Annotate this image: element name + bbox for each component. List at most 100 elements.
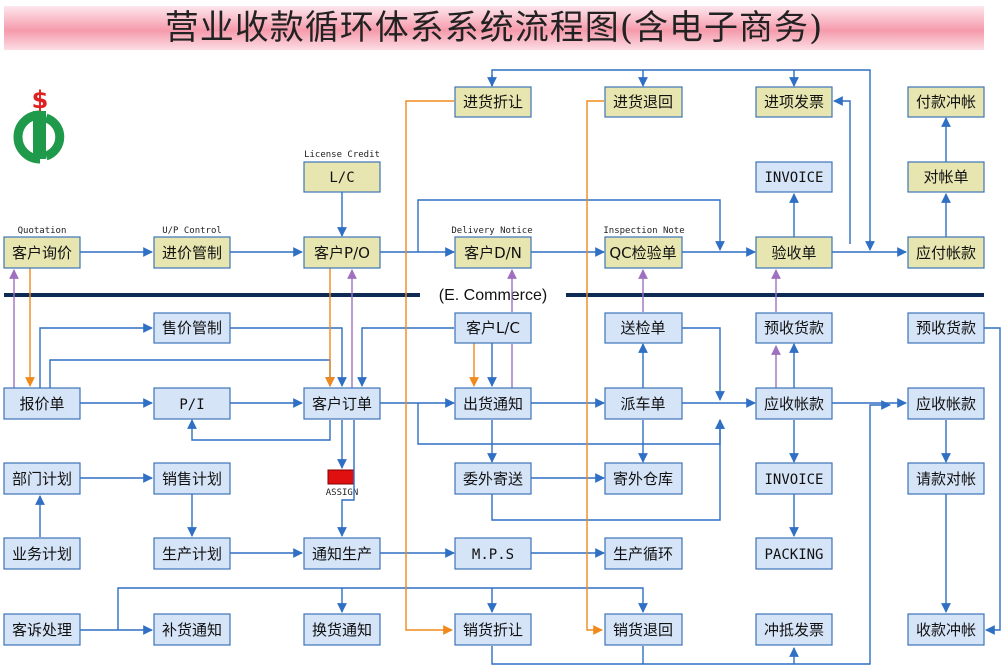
box-kehu-lc[interactable]: 客户L/C	[454, 312, 532, 344]
box-kehu-xunjia[interactable]: 客户询价	[3, 236, 81, 269]
svg-text:派车单: 派车单	[620, 395, 665, 413]
box-duizhang[interactable]: 对帐单	[907, 161, 985, 193]
svg-text:客诉处理: 客诉处理	[12, 621, 72, 639]
box-jinhuo-tuihui[interactable]: 进货退回	[604, 86, 683, 118]
svg-text:业务计划: 业务计划	[12, 545, 72, 563]
svg-text:寄外仓库: 寄外仓库	[613, 470, 673, 488]
logo-left-arc	[13, 110, 41, 164]
caption-quotation: Quotation	[18, 226, 67, 236]
caption-up-control: U/P Control	[162, 226, 222, 236]
box-qingkuan-duizhang[interactable]: 请款对帐	[907, 462, 985, 495]
caption-assign: ASSIGN	[326, 488, 359, 498]
caption-inspection-note: Inspection Note	[603, 226, 684, 236]
box-lc[interactable]: L/C	[303, 161, 381, 193]
box-qc-jianyan[interactable]: QC检验单	[604, 236, 683, 269]
box-kesu-chuli[interactable]: 客诉处理	[3, 613, 81, 646]
svg-text:出货通知: 出货通知	[463, 395, 523, 413]
box-kehu-po[interactable]: 客户P/O	[303, 236, 381, 269]
box-chongdi-fapiao[interactable]: 冲抵发票	[755, 613, 833, 646]
svg-text:收款冲帐: 收款冲帐	[916, 621, 976, 639]
svg-text:通知生产: 通知生产	[312, 545, 372, 563]
box-huanhuo-tongzhi[interactable]: 换货通知	[303, 613, 381, 646]
svg-text:QC检验单: QC检验单	[609, 244, 676, 262]
box-shoukuan-chongzhang[interactable]: 收款冲帐	[907, 613, 985, 646]
logo-center-bar	[33, 111, 46, 159]
logo-dollar-sign: $	[32, 86, 49, 114]
arrow-yushou2-shoukuan	[984, 327, 1001, 635]
box-jiwai-cangku[interactable]: 寄外仓库	[604, 462, 683, 495]
box-invoice-bottom[interactable]: INVOICE	[755, 462, 833, 495]
box-yanshou[interactable]: 验收单	[755, 236, 833, 269]
svg-text:冲抵发票: 冲抵发票	[764, 621, 824, 639]
box-mps[interactable]: M.P.S	[454, 537, 532, 570]
svg-text:售价管制: 售价管制	[162, 319, 222, 337]
arrow-dingdan-pi	[187, 419, 331, 441]
box-chuhuo-tongzhi[interactable]: 出货通知	[454, 387, 532, 420]
box-kehu-dn[interactable]: 客户D/N	[454, 236, 532, 269]
arrow-po-bypass-yanshou	[417, 199, 725, 252]
arrow-songjian-yingshou	[682, 327, 725, 401]
box-baojia[interactable]: 报价单	[3, 387, 81, 420]
page-title: 营业收款循环体系系统流程图(含电子商务)	[164, 8, 824, 48]
box-yingshou-1[interactable]: 应收帐款	[755, 387, 833, 420]
svg-text:应收帐款: 应收帐款	[916, 395, 976, 413]
svg-text:应收帐款: 应收帐款	[764, 395, 824, 413]
box-tongzhi-shengchan[interactable]: 通知生产	[303, 537, 381, 570]
caption-license-credit: License Credit	[304, 150, 380, 160]
svg-text:INVOICE: INVOICE	[764, 472, 823, 488]
svg-text:M.P.S: M.P.S	[472, 547, 514, 563]
box-fukuan-chongzhang[interactable]: 付款冲帐	[907, 86, 985, 118]
box-packing[interactable]: PACKING	[755, 537, 833, 570]
svg-text:应付帐款: 应付帐款	[916, 244, 976, 262]
svg-text:PACKING: PACKING	[764, 547, 823, 563]
box-jinhuo-zherang[interactable]: 进货折让	[454, 86, 532, 118]
box-xiaohuo-zherang[interactable]: 销货折让	[454, 613, 532, 646]
box-yushou-2[interactable]: 预收货款	[907, 312, 985, 344]
svg-text:换货通知: 换货通知	[312, 621, 372, 639]
arrow-lc-dingdan	[357, 327, 454, 387]
svg-text:进货退回: 进货退回	[613, 93, 673, 111]
box-yushou-1[interactable]: 预收货款	[755, 312, 833, 344]
svg-text:报价单: 报价单	[19, 395, 64, 413]
box-paiche[interactable]: 派车单	[604, 387, 683, 420]
box-yingshou-2[interactable]: 应收帐款	[907, 387, 985, 420]
arrow-baojia-shoujia	[39, 323, 153, 388]
box-songjian[interactable]: 送检单	[604, 312, 683, 344]
svg-text:对帐单: 对帐单	[923, 168, 968, 186]
svg-text:预收货款: 预收货款	[764, 319, 824, 337]
box-bumen-jihua[interactable]: 部门计划	[3, 462, 81, 495]
svg-text:进货折让: 进货折让	[463, 93, 523, 111]
box-xiaoshou-jihua[interactable]: 销售计划	[153, 462, 231, 495]
box-yingfu-zhangkuan[interactable]: 应付帐款	[907, 236, 985, 269]
arrow-baojia-dingdan	[49, 359, 335, 388]
svg-text:INVOICE: INVOICE	[764, 170, 823, 186]
box-buhuo-tongzhi[interactable]: 补货通知	[153, 613, 231, 646]
svg-text:部门计划: 部门计划	[12, 470, 72, 488]
box-shengchan-jihua[interactable]: 生产计划	[153, 537, 231, 570]
box-shengchan-xunhuan[interactable]: 生产循环	[604, 537, 683, 570]
svg-text:委外寄送: 委外寄送	[463, 470, 523, 488]
box-shoujia-guanzhi[interactable]: 售价管制	[153, 312, 231, 344]
box-pi[interactable]: P/I	[153, 387, 231, 420]
logo: $	[13, 86, 65, 164]
svg-text:客户D/N: 客户D/N	[464, 244, 522, 262]
box-jinjia-guanzhi[interactable]: 进价管制	[153, 236, 231, 269]
svg-text:进项发票: 进项发票	[764, 93, 824, 111]
title-banner: 营业收款循环体系系统流程图(含电子商务)	[4, 6, 984, 50]
arrow-orange-tuihui	[586, 100, 604, 635]
arrow-shoujia-dingdan	[230, 327, 347, 387]
arrow-weiwai-yingshou	[491, 419, 725, 521]
box-xiaohuo-tuihui[interactable]: 销货退回	[604, 613, 683, 646]
box-kehu-dingdan[interactable]: 客户订单	[303, 387, 381, 420]
arrow-yanshou-jinxiang	[833, 96, 851, 244]
svg-text:验收单: 验收单	[771, 244, 816, 262]
box-invoice-top[interactable]: INVOICE	[755, 161, 833, 193]
arrow-kesu-rail	[117, 587, 648, 630]
svg-text:请款对帐: 请款对帐	[916, 470, 976, 488]
svg-text:销货退回: 销货退回	[613, 621, 673, 639]
arrow-orange-zherang	[405, 100, 454, 635]
box-weiwai-jisong[interactable]: 委外寄送	[454, 462, 532, 495]
box-yewu-jihua[interactable]: 业务计划	[3, 537, 81, 570]
svg-text:销货折让: 销货折让	[463, 621, 523, 639]
box-jinxiang-fapiao[interactable]: 进项发票	[755, 86, 833, 118]
